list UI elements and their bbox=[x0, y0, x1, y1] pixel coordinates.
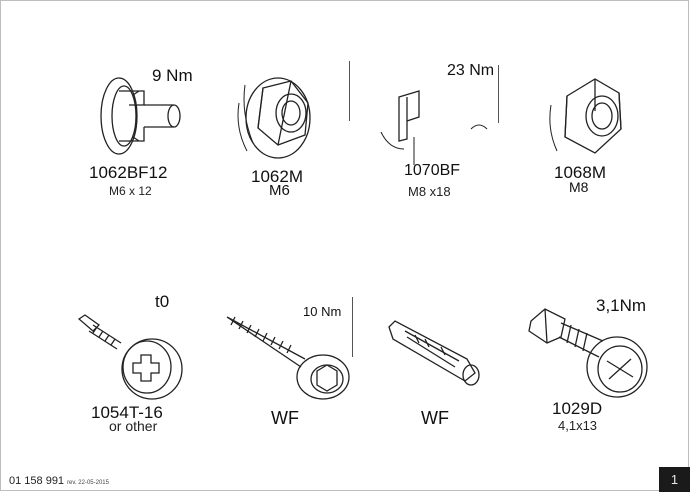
torque-label-6: 10 Nm bbox=[303, 304, 342, 319]
part-code-2: 1062M bbox=[251, 167, 303, 186]
torque-label-5: t0 bbox=[155, 292, 170, 311]
doc-number: 01 158 991 bbox=[9, 475, 65, 487]
flange-bolt-icon bbox=[89, 71, 189, 166]
page-number-badge: 1 bbox=[659, 467, 690, 492]
part-code-8: 1029D bbox=[552, 399, 603, 418]
wall-plug-icon bbox=[385, 317, 485, 392]
hex-nut-icon bbox=[547, 71, 632, 166]
part-dims-1: M6 x 12 bbox=[109, 184, 152, 198]
part-dims-4: M8 bbox=[569, 179, 589, 195]
part-code-1: 1062BF12 bbox=[89, 163, 168, 182]
revision-label: rev. 22-05-2015 bbox=[67, 480, 109, 486]
flange-nut-icon bbox=[233, 63, 323, 163]
part-code-3: 1070BF bbox=[404, 162, 461, 179]
divider-line-1 bbox=[349, 61, 350, 121]
self-drilling-screw-icon bbox=[77, 311, 187, 406]
torque-label-1: 9 Nm bbox=[152, 66, 193, 85]
part-code-6: WF bbox=[271, 408, 299, 428]
wood-screw-washer-icon bbox=[223, 309, 353, 404]
part-dims-8: 4,1x13 bbox=[558, 418, 598, 433]
page-number: 1 bbox=[670, 472, 679, 487]
part-dims-2: M6 bbox=[269, 182, 290, 199]
divider-line-2 bbox=[498, 65, 499, 123]
part-code-5: 1054T-16 bbox=[91, 403, 163, 422]
part-dims-3: M8 x18 bbox=[408, 184, 451, 199]
part-code-4: 1068M bbox=[554, 163, 606, 182]
torque-label-8: 3,1Nm bbox=[596, 296, 647, 315]
bracket-bolt-icon bbox=[379, 77, 499, 167]
torque-label-3: 23 Nm bbox=[447, 62, 495, 79]
part-code-7: WF bbox=[421, 408, 449, 428]
pan-head-screw-icon bbox=[525, 301, 650, 401]
divider-line-3 bbox=[352, 297, 353, 357]
part-dims-5: or other bbox=[109, 418, 158, 434]
